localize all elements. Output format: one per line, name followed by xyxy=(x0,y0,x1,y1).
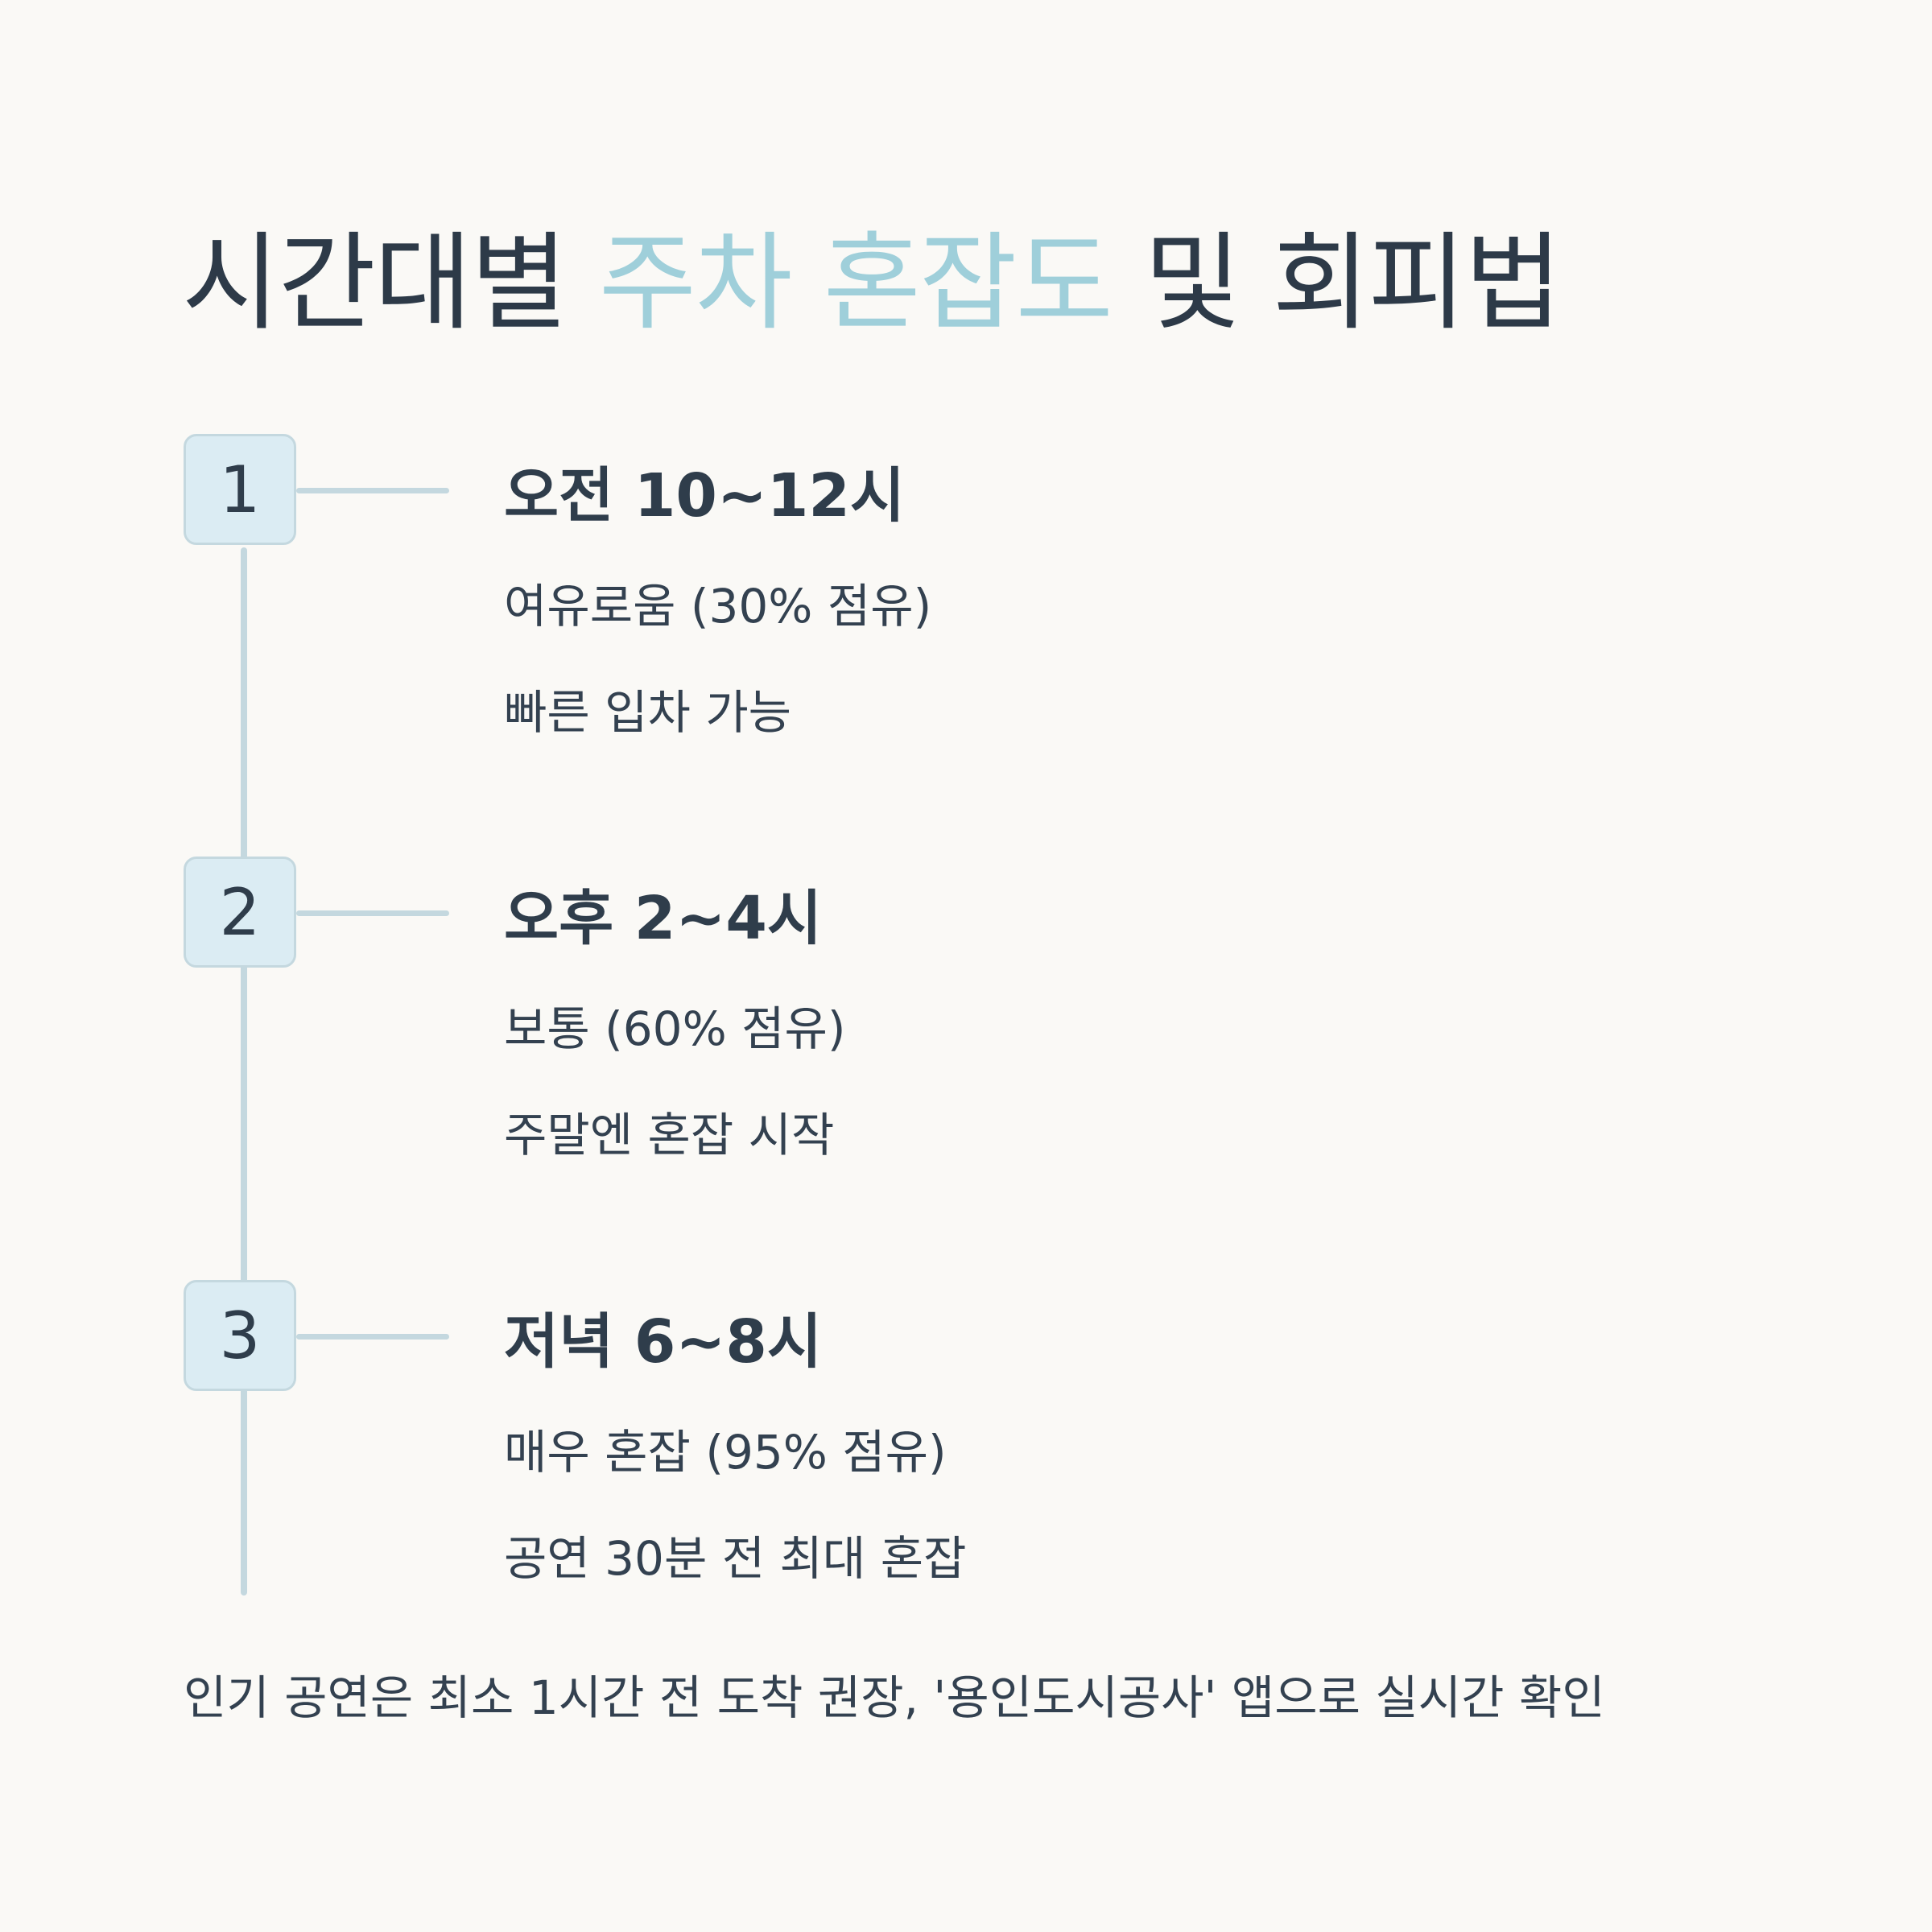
step-connector xyxy=(296,910,449,916)
title-accent: 주차 혼잡도 xyxy=(598,221,1113,345)
step-detail: 보통 (60% 점유) xyxy=(504,1001,846,1056)
step-number-badge: 3 xyxy=(184,1280,296,1391)
title-part1: 시간대별 xyxy=(182,221,599,345)
page-title: 시간대별 주차 혼잡도 및 회피법 xyxy=(182,197,1563,351)
step-heading: 오후 2~4시 xyxy=(504,884,822,953)
timeline-line xyxy=(241,547,247,1596)
step-connector xyxy=(296,488,449,493)
step-detail: 여유로움 (30% 점유) xyxy=(504,579,932,634)
step-detail: 주말엔 혼잡 시작 xyxy=(504,1108,835,1162)
step-heading: 저녁 6~8시 xyxy=(504,1307,822,1377)
step-number-badge: 2 xyxy=(184,857,296,968)
step-connector xyxy=(296,1334,449,1340)
footer-note: 인기 공연은 최소 1시간 전 도착 권장, '용인도시공사' 앱으로 실시간 … xyxy=(184,1670,1605,1725)
step-heading: 오전 10~12시 xyxy=(504,461,905,530)
step-detail: 공연 30분 전 최대 혼잡 xyxy=(504,1531,967,1586)
step-detail: 매우 혼잡 (95% 점유) xyxy=(504,1425,947,1480)
step-detail: 빠른 입차 가능 xyxy=(504,685,792,740)
title-part2: 및 회피법 xyxy=(1111,221,1563,345)
step-number-badge: 1 xyxy=(184,434,296,545)
